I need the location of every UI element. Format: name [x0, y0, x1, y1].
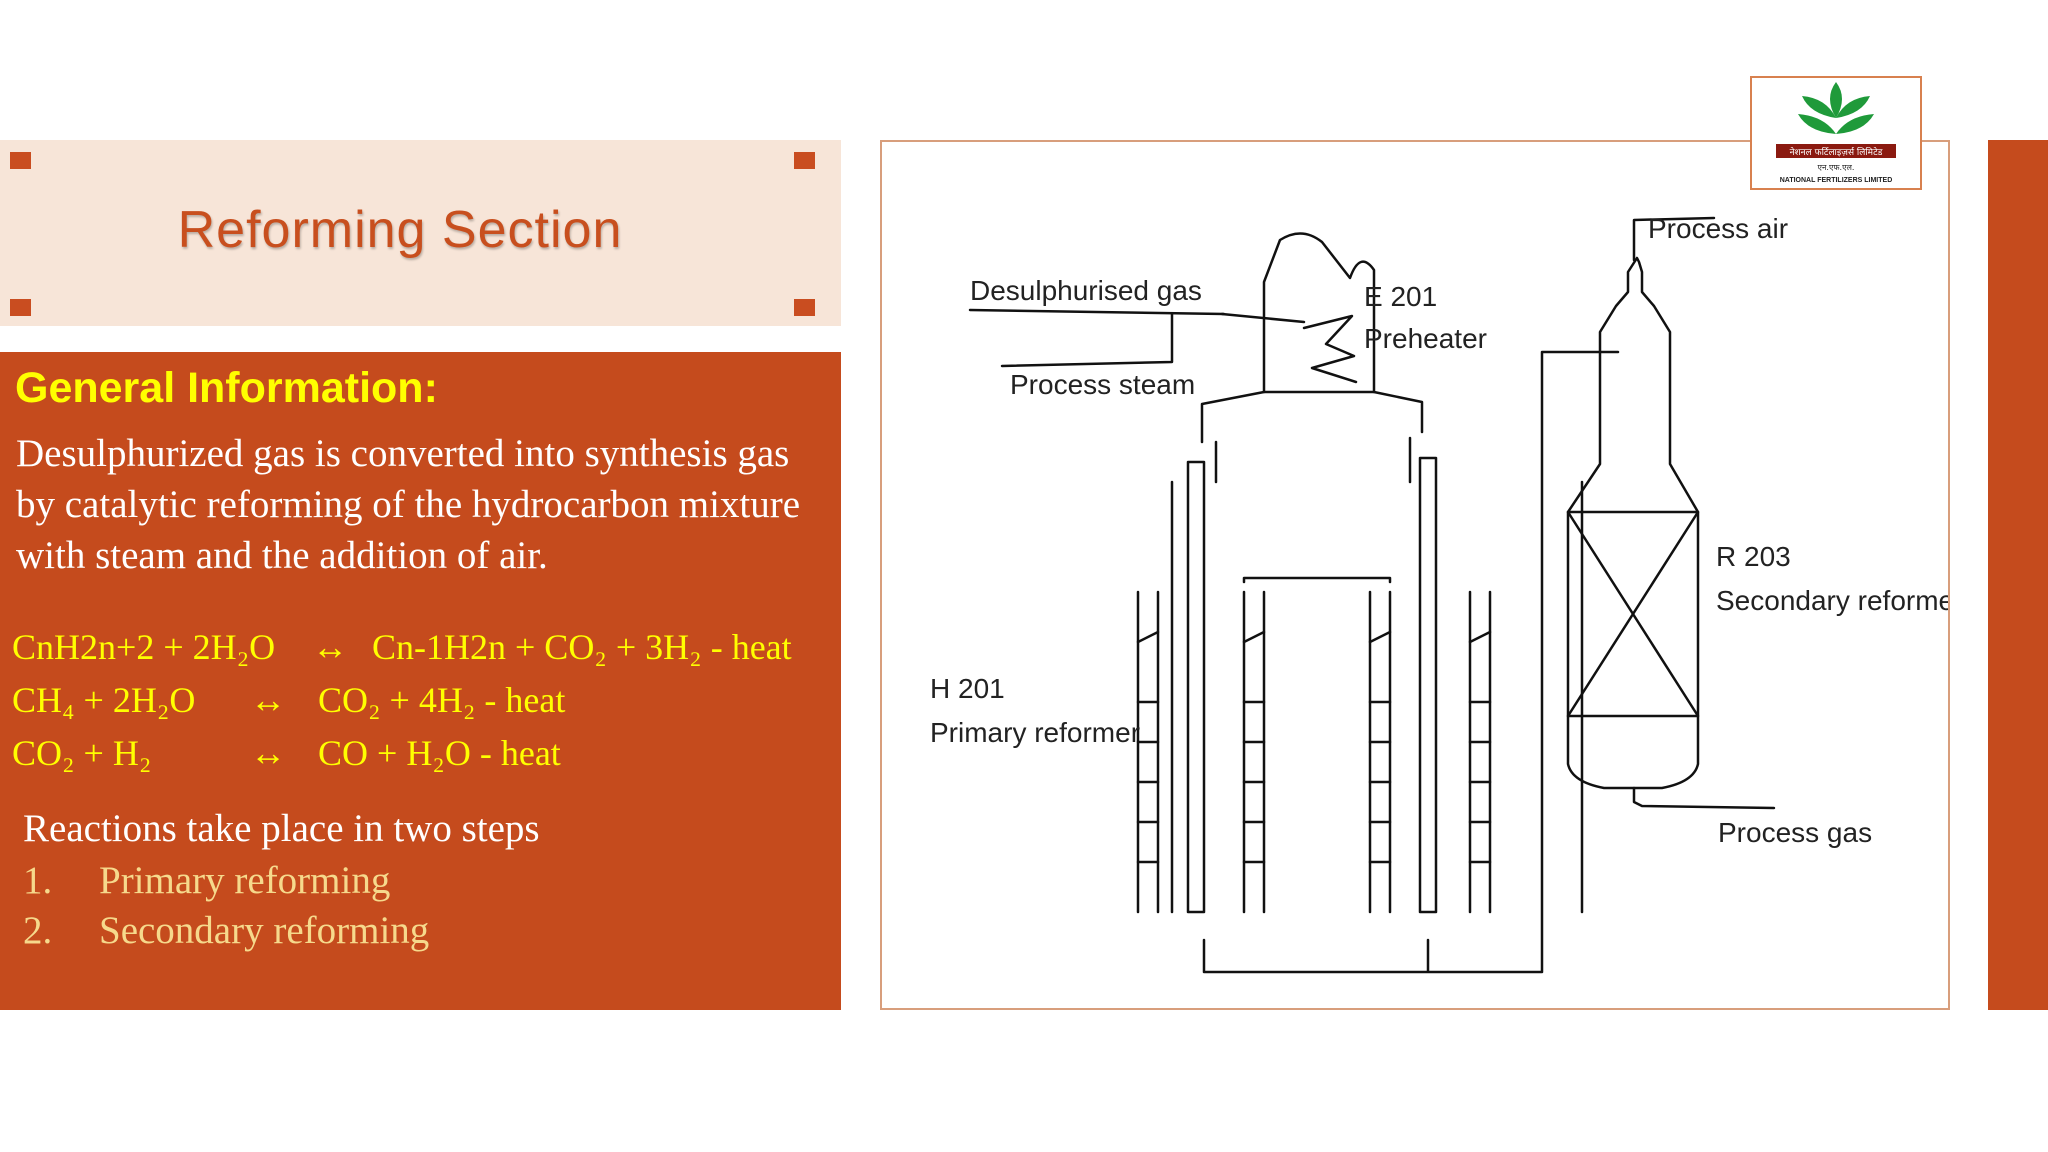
- feed-to-preheater: [1220, 312, 1306, 324]
- equation-arrow: ↔: [250, 680, 286, 720]
- process-air-line: [1632, 216, 1716, 262]
- label-secondary: Secondary reformer: [1716, 585, 1948, 616]
- equation-left: CnH2n+2 + 2H₂O: [12, 627, 276, 667]
- step-text: Primary reforming: [99, 859, 391, 902]
- label-process-air: Process air: [1648, 213, 1788, 244]
- corner-marker: [794, 299, 815, 316]
- process-gas-line: [1632, 786, 1776, 810]
- equation-arrow: ↔: [312, 627, 348, 667]
- process-flow-svg: Desulphurised gas Process steam E 201 Pr…: [930, 213, 1948, 974]
- secondary-reformer-vessel: [1566, 256, 1700, 790]
- process-steam-line: [1000, 312, 1174, 368]
- company-logo: नेशनल फर्टिलाइज़र्स लिमिटेड एन.एफ.एल. NA…: [1750, 76, 1922, 190]
- burner-mid-right: [1368, 590, 1392, 914]
- label-desulphurised-gas: Desulphurised gas: [970, 275, 1202, 306]
- info-paragraph: Desulphurized gas is converted into synt…: [16, 432, 801, 577]
- label-preheater: Preheater: [1364, 323, 1487, 354]
- equation-left: CO₂ + H₂: [12, 733, 152, 773]
- info-heading: General Information:: [15, 364, 438, 412]
- burner-right: [1468, 590, 1492, 914]
- preheater-outlet-left: [1200, 390, 1266, 444]
- fins-mid-left: [1242, 630, 1266, 864]
- logo-line-2: एन.एफ.एल.: [1818, 163, 1855, 172]
- title-panel: [0, 140, 841, 326]
- step-text: Secondary reforming: [99, 909, 430, 952]
- preheater-coil: [1302, 314, 1358, 384]
- info-panel: [0, 352, 841, 1010]
- step-number: 1.: [23, 859, 53, 902]
- label-process-gas: Process gas: [1718, 817, 1872, 848]
- steps-intro: Reactions take place in two steps: [23, 807, 540, 850]
- burner-mid-left: [1242, 590, 1266, 914]
- burner-left: [1136, 590, 1160, 914]
- corner-marker: [10, 152, 31, 169]
- reformer-tube: [1186, 460, 1206, 914]
- fins-mid-right: [1368, 630, 1392, 864]
- corner-marker: [10, 299, 31, 316]
- catalyst-bed: [1566, 510, 1700, 718]
- equation-arrow: ↔: [250, 733, 286, 773]
- outlet-header: [1202, 350, 1620, 974]
- furnace-walls: [1170, 480, 1584, 914]
- right-accent-bar: [1988, 140, 2048, 1010]
- preheater-stack: [1262, 232, 1376, 394]
- logo-line-1: नेशनल फर्टिलाइज़र्स लिमिटेड: [1790, 146, 1883, 158]
- logo-line-3: NATIONAL FERTILIZERS LIMITED: [1780, 177, 1893, 184]
- inner-arch: [1242, 576, 1392, 584]
- step-number: 2.: [23, 909, 53, 952]
- leaf-logo-icon: नेशनल फर्टिलाइज़र्स लिमिटेड एन.एफ.एल. NA…: [1776, 82, 1896, 184]
- corner-marker: [794, 152, 815, 169]
- label-preheater-id: E 201: [1364, 281, 1437, 312]
- desulphurised-gas-line: [968, 308, 1226, 316]
- preheater-outlet-right: [1372, 390, 1424, 434]
- reformer-diagram: Desulphurised gas Process steam E 201 Pr…: [880, 140, 1950, 1010]
- equation-right: CO₂ + 4H₂ - heat: [318, 680, 566, 720]
- equation-right: Cn-1H2n + CO₂ + 3H₂ - heat: [372, 627, 792, 667]
- equation-left: CH₄ + 2H₂O: [12, 680, 196, 720]
- reformer-tube: [1418, 456, 1438, 914]
- tube-connections: [1214, 436, 1412, 484]
- equation-right: CO + H₂O - heat: [318, 733, 561, 773]
- label-secondary-id: R 203: [1716, 541, 1791, 572]
- label-primary-id: H 201: [930, 673, 1005, 704]
- slide-title: Reforming Section: [177, 201, 623, 259]
- label-process-steam: Process steam: [1010, 369, 1195, 400]
- fins-right: [1468, 630, 1492, 864]
- fins-left: [1136, 630, 1160, 864]
- label-primary: Primary reformer: [930, 717, 1140, 748]
